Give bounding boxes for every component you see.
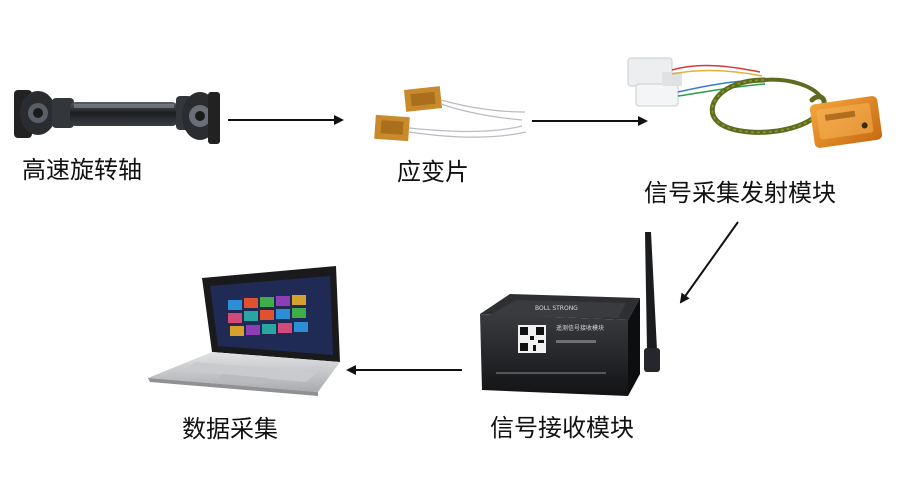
transmitter-module-icon (627, 57, 883, 148)
receiver-title-text: 遥测信号接收模块 (556, 324, 604, 332)
arrow-transmitter-to-receiver (679, 221, 739, 304)
flow-arrows (228, 115, 739, 375)
shaft-label: 高速旋转轴 (22, 156, 142, 184)
strain-gauge-label: 应变片 (397, 158, 469, 186)
receiver-brand-text: BOLL STRONG (535, 305, 578, 312)
strain-gauge-icon (374, 86, 527, 142)
receiver-label: 信号接收模块 (490, 414, 634, 442)
drive-shaft-icon (14, 90, 220, 144)
transmitter-label: 信号采集发射模块 (644, 179, 836, 207)
receiver-module-icon: BOLL STRONG 遥测信号接收模块 (480, 232, 660, 396)
data-acquisition-label: 数据采集 (182, 415, 278, 443)
laptop-icon (148, 266, 340, 396)
